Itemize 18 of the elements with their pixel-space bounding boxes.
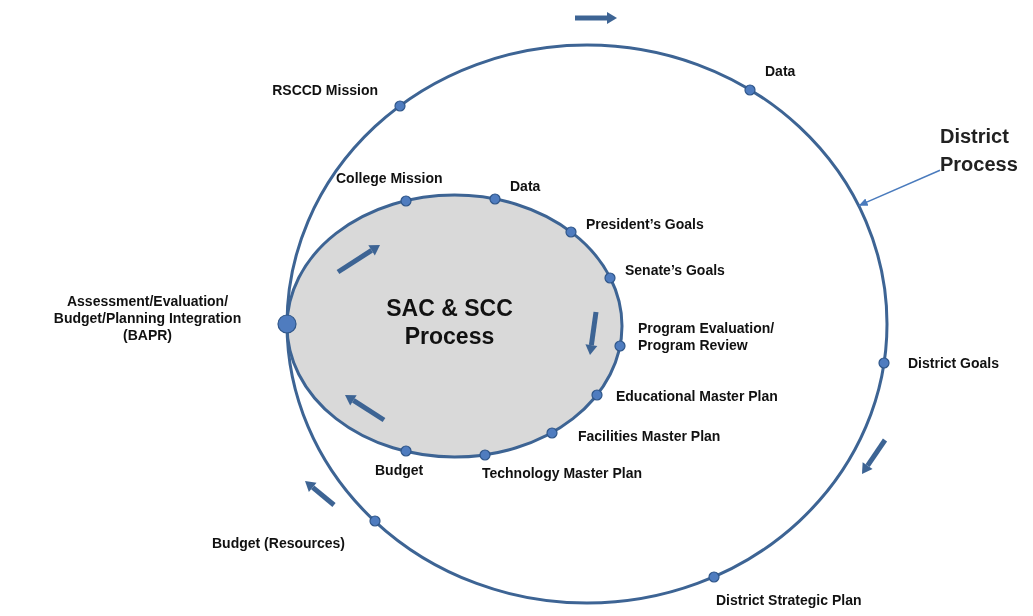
milestone-label: Senate’s Goals xyxy=(625,262,726,279)
milestone-label: Data xyxy=(765,63,797,80)
milestone-label: Facilities Master Plan xyxy=(578,428,722,445)
milestone-label: Program Evaluation/ Program Review xyxy=(638,320,776,354)
milestone-label: District Goals xyxy=(908,355,1000,372)
milestone-label: Educational Master Plan xyxy=(616,388,779,405)
leader-line xyxy=(857,169,941,207)
milestone-label: RSCCD Mission xyxy=(271,82,378,99)
process-heading: District Process xyxy=(940,124,1019,177)
milestone-label: Data xyxy=(510,178,542,195)
milestone-label: President’s Goals xyxy=(586,216,705,233)
milestone-label: Technology Master Plan xyxy=(482,465,643,482)
milestone-label: Budget (Resources) xyxy=(212,535,347,552)
process-title: SAC & SCC Process xyxy=(385,294,514,350)
milestone-label: Assessment/Evaluation/ Budget/Planning Integration (BAPR) xyxy=(52,293,243,344)
milestone-label: Budget xyxy=(375,462,425,479)
milestone-label: District Strategic Plan xyxy=(716,592,863,609)
milestone-label: College Mission xyxy=(336,170,444,187)
